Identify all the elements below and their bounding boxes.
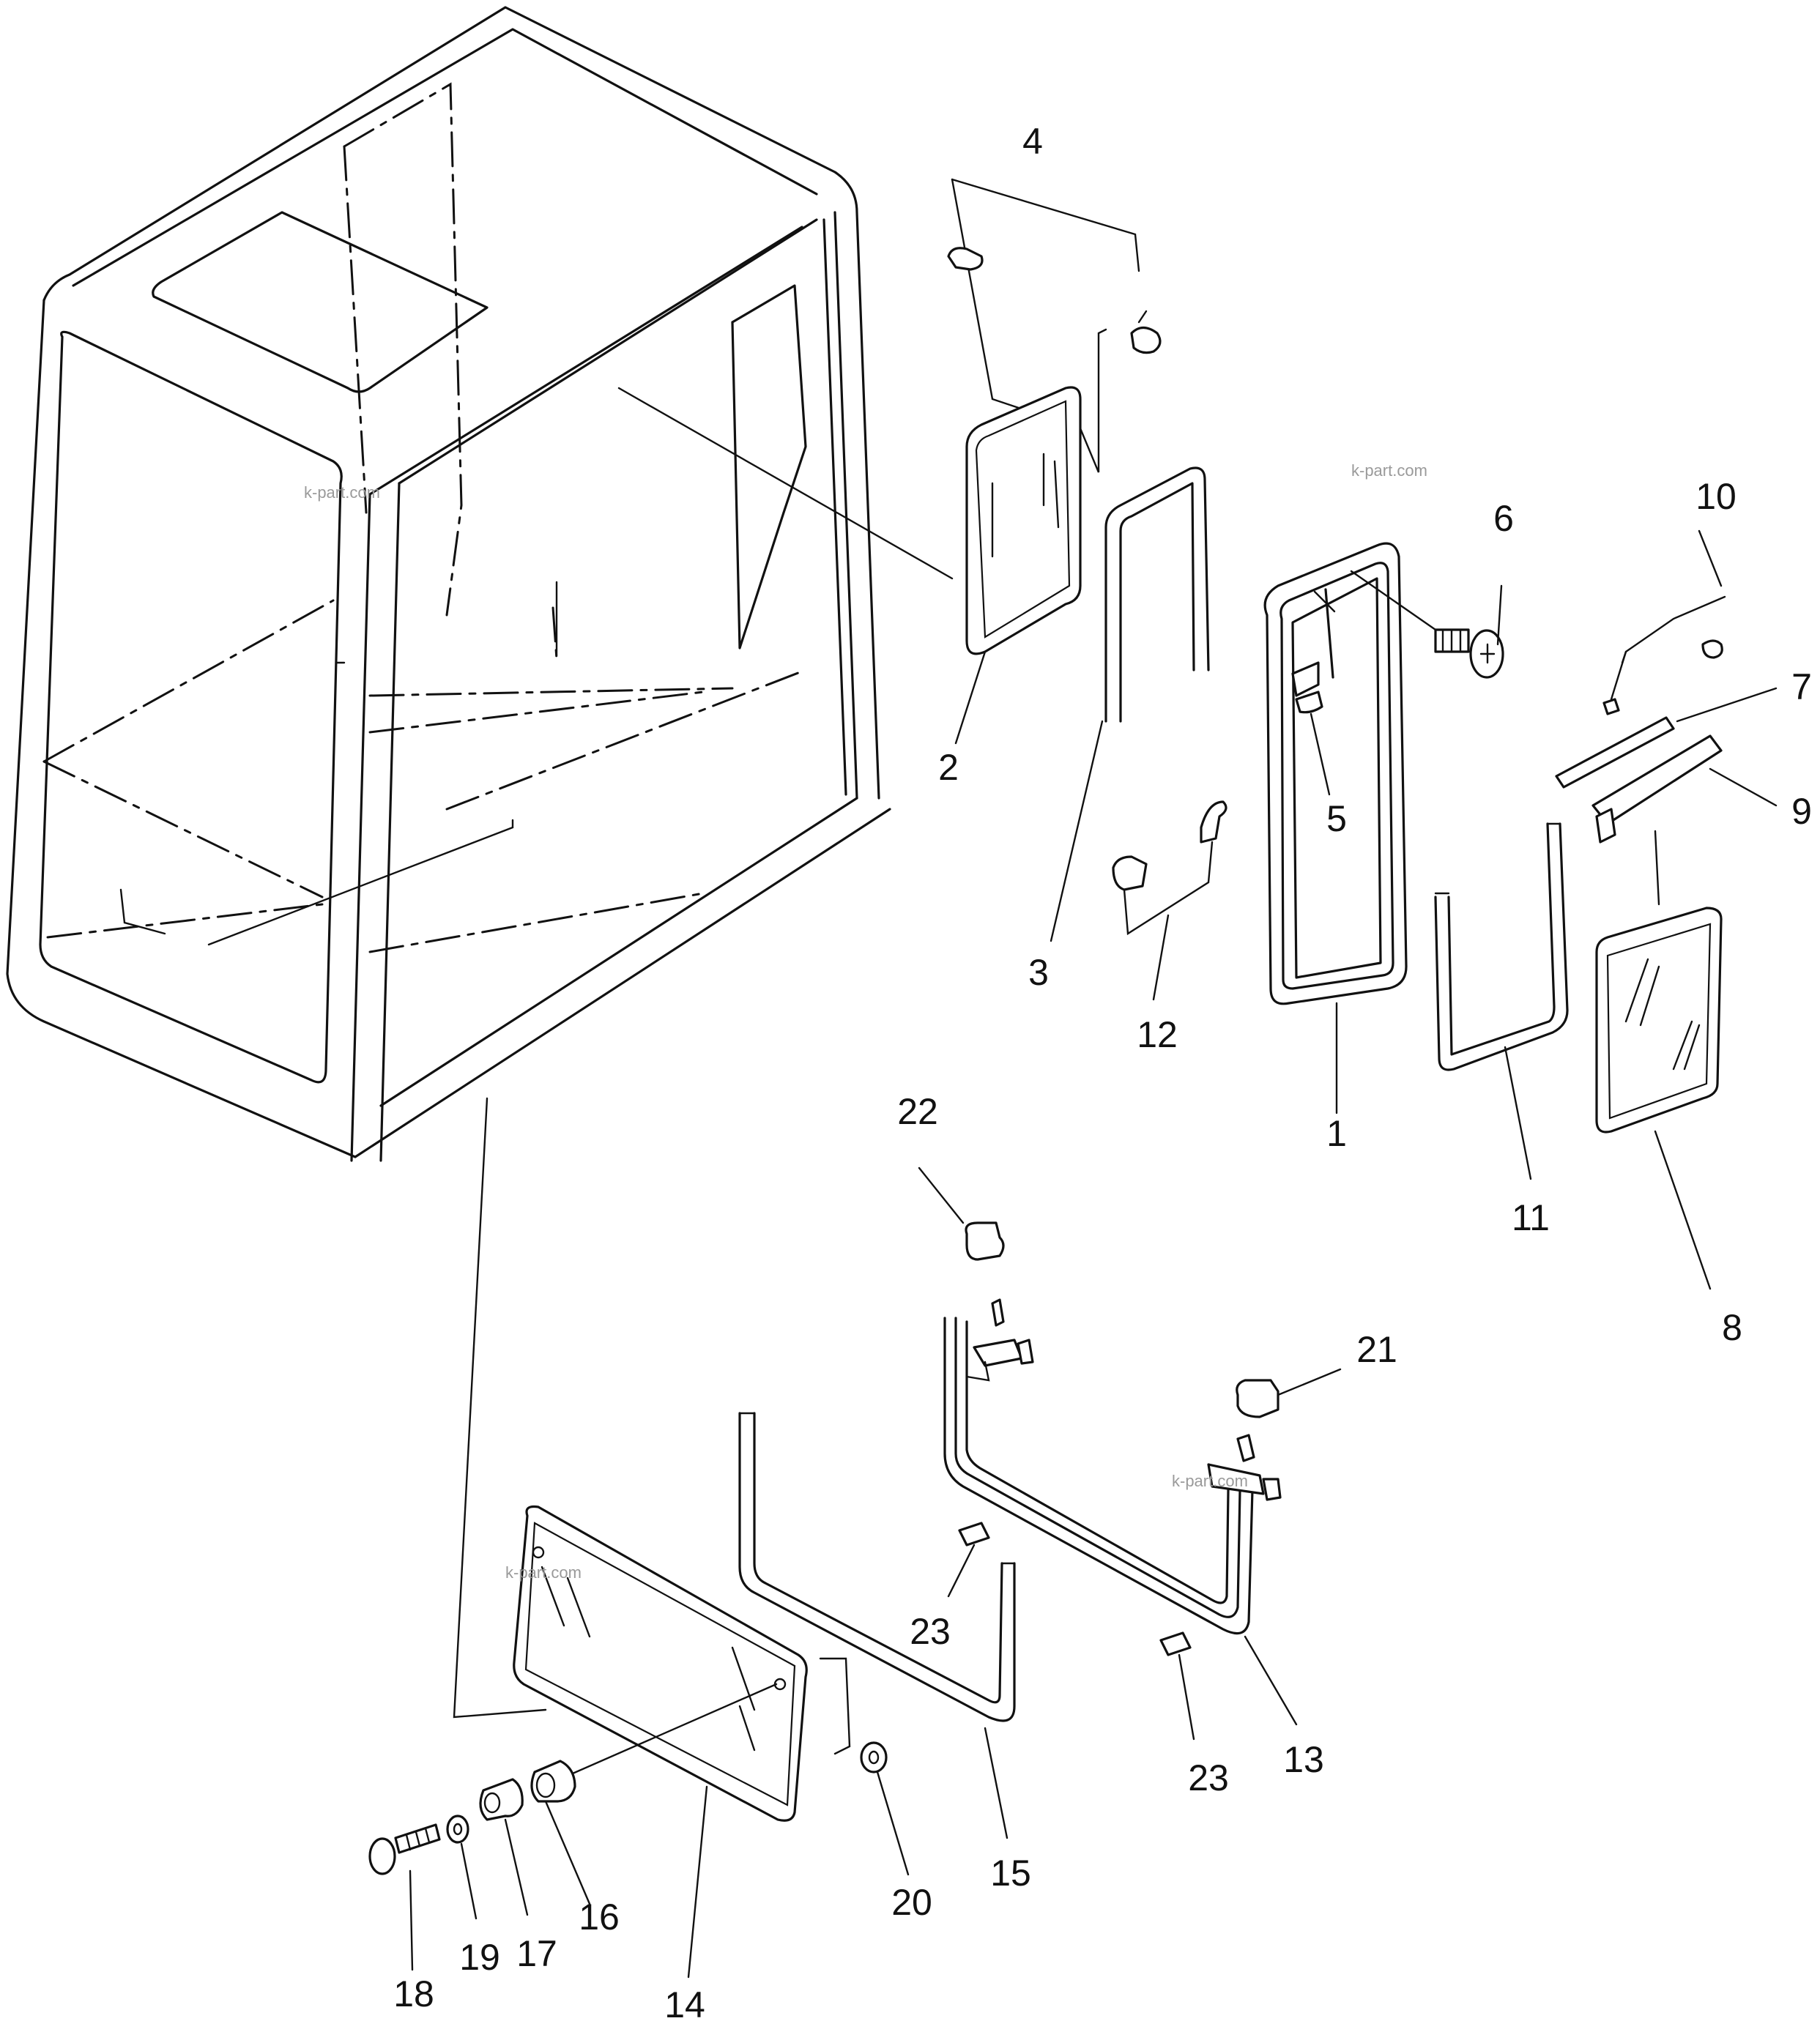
callout-13: 13 [1283,1739,1324,1780]
leader-9 [1709,767,1778,807]
callout-23-lower: 23 [1188,1757,1229,1798]
part-14-glass [513,1505,851,1822]
part-17-spacer [479,1778,524,1821]
callout-16: 16 [579,1897,620,1938]
callout-3: 3 [1028,952,1049,993]
leader-cab-to-item-14 [453,1097,547,1719]
leader-22 [918,1166,965,1224]
callout-22: 22 [897,1091,938,1132]
part-13-frame [943,1298,1282,1635]
leader-19 [460,1842,478,1920]
leader-20 [876,1771,910,1876]
part-2-glass [965,386,1082,655]
callout-19: 19 [459,1937,500,1978]
part-12-clips [1112,800,1227,936]
callout-8: 8 [1722,1307,1742,1348]
part-23-block-upper [958,1522,990,1547]
part-3-seal [1104,466,1210,723]
part-10-group [1602,595,1726,715]
part-1-frame [1263,542,1408,1005]
callout-2: 2 [938,747,959,788]
callout-14: 14 [664,1984,705,2021]
callout-5: 5 [1326,798,1347,839]
leader-21 [1277,1368,1342,1396]
leader-6 [1350,570,1437,631]
callout-12: 12 [1137,1014,1178,1055]
leader-23-upper [947,1544,976,1598]
leader-17 [504,1818,529,1916]
callout-4: 4 [1022,121,1043,162]
part-23-block-lower [1159,1631,1192,1656]
leader-18 [409,1869,414,1971]
part-8-glass [1595,907,1723,1134]
leader-5 [1310,712,1331,796]
leader-15 [984,1727,1009,1839]
part-4-clip-group [947,178,1162,473]
part-9-rail [1591,734,1723,844]
part-20-washer [860,1741,888,1774]
callout-9: 9 [1791,791,1812,832]
leader-13 [1244,1635,1298,1726]
leader-23-lower [1178,1653,1195,1741]
callout-6: 6 [1493,498,1514,539]
part-18-bolt [368,1823,441,1875]
callout-18: 18 [393,1973,434,2014]
part-21-latch [1236,1379,1279,1418]
leader-2 [954,650,987,745]
part-6-screw [1434,628,1504,679]
leader-11 [1504,1046,1532,1180]
leader-14 [687,1785,708,1979]
leader-3 [1050,720,1104,942]
part-16-grommet [530,1760,576,1803]
callout-23-upper: 23 [910,1611,951,1652]
part-11-seal [1434,822,1569,1071]
leader-7 [1676,687,1778,723]
watermark-4: k-part.com [1172,1472,1248,1490]
leader-8-upper [1654,830,1660,906]
callout-21: 21 [1356,1329,1397,1370]
leader-16 [566,1683,778,1777]
watermark-2: k-part.com [1351,461,1427,480]
part-15-seal [738,1412,1016,1722]
part-19-washer [446,1815,469,1844]
leader-12 [1152,914,1170,1001]
callout-11: 11 [1512,1197,1550,1238]
watermark-1: k-part.com [304,483,380,502]
cab-frame [6,6,891,1162]
leader-8 [1654,1130,1712,1290]
callout-1: 1 [1326,1113,1347,1154]
part-22-latch [965,1221,1005,1261]
leader-cab-to-item-2 [617,387,954,580]
callout-15: 15 [990,1853,1031,1894]
leader-16b [544,1800,591,1905]
part-7-rail [1555,716,1675,789]
leader-10 [1698,529,1723,587]
callout-7: 7 [1791,666,1812,707]
callout-10: 10 [1695,476,1737,517]
leader-6b [1496,584,1503,646]
callout-20: 20 [891,1882,932,1923]
watermark-3: k-part.com [505,1563,582,1582]
callout-17: 17 [516,1933,557,1974]
